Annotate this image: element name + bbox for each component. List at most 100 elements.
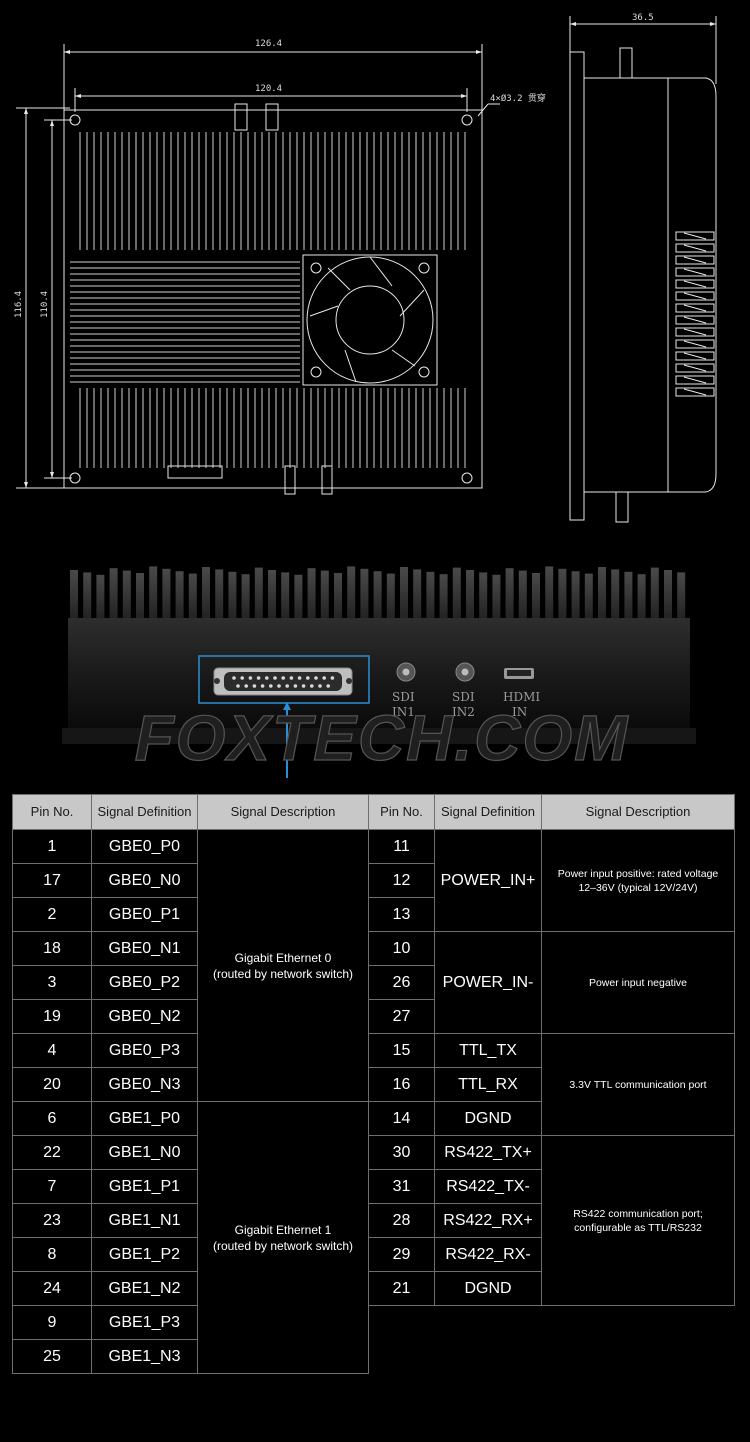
- signal-cell: GBE1_P0: [91, 1101, 198, 1136]
- desc-line: configurable as TTL/RS232: [574, 1221, 702, 1234]
- header-signal-definition: Signal Definition: [434, 794, 542, 830]
- desc-line: Gigabit Ethernet 1: [234, 1222, 332, 1237]
- pin-cell: 9: [12, 1305, 92, 1340]
- signal-cell: GBE1_N2: [91, 1271, 198, 1306]
- pin-cell: 21: [368, 1271, 435, 1306]
- header-pin-no: Pin No.: [12, 794, 92, 830]
- signal-cell: GBE1_P2: [91, 1237, 198, 1272]
- side-fins: [675, 231, 715, 397]
- pin-cell: 14: [368, 1101, 435, 1136]
- dim-hole-height: 110.4: [40, 291, 50, 318]
- top-view: [63, 103, 483, 495]
- desc-line: (routed by network switch): [212, 966, 354, 981]
- dim-outer-width: 126.4: [255, 39, 282, 49]
- desc-cell-power-neg: Power input negative: [541, 931, 735, 1034]
- pin-cell: 10: [368, 931, 435, 966]
- pin-cell: 26: [368, 965, 435, 1000]
- signal-cell: GBE0_N3: [91, 1067, 198, 1102]
- dim-holes: 4×Ø3.2 贯穿: [490, 92, 546, 104]
- header-signal-description: Signal Description: [541, 794, 735, 830]
- desc-cell-power-pos: Power input positive: rated voltage 12–3…: [541, 829, 735, 932]
- heatsink-fins: [70, 132, 466, 468]
- dim-hole-width: 120.4: [255, 84, 282, 94]
- signal-cell: RS422_RX-: [434, 1237, 542, 1272]
- desc-line: (routed by network switch): [212, 1238, 354, 1253]
- pin-cell: 31: [368, 1169, 435, 1204]
- pin-cell: 11: [368, 829, 435, 864]
- pin-cell: 16: [368, 1067, 435, 1102]
- desc-line: RS422 communication port;: [573, 1207, 703, 1220]
- header-signal-definition: Signal Definition: [91, 794, 198, 830]
- pin-cell: 23: [12, 1203, 92, 1238]
- db-connector-highlight: [198, 655, 370, 704]
- pin-cell: 27: [368, 999, 435, 1034]
- pin-cell: 4: [12, 1033, 92, 1068]
- sdi-in1-port: [396, 662, 416, 682]
- heatsink-fins-photo: [70, 566, 686, 624]
- pin-table-right: Pin No. Signal Definition Signal Descrip…: [368, 794, 735, 1306]
- desc-cell-ttl: 3.3V TTL communication port: [541, 1033, 735, 1136]
- signal-cell: POWER_IN+: [434, 829, 542, 932]
- signal-cell: RS422_TX-: [434, 1169, 542, 1204]
- pin-table-left: Pin No. Signal Definition Signal Descrip…: [12, 794, 369, 1374]
- signal-cell: RS422_RX+: [434, 1203, 542, 1238]
- signal-cell: GBE1_N0: [91, 1135, 198, 1170]
- desc-cell-rs422: RS422 communication port; configurable a…: [541, 1135, 735, 1306]
- signal-cell: RS422_TX+: [434, 1135, 542, 1170]
- signal-cell: GBE0_N1: [91, 931, 198, 966]
- signal-cell: GBE0_P0: [91, 829, 198, 864]
- signal-cell: GBE0_P2: [91, 965, 198, 1000]
- signal-cell: GBE1_N1: [91, 1203, 198, 1238]
- port-label-sdi1: SDI: [392, 690, 415, 704]
- pin-cell: 12: [368, 863, 435, 898]
- port-label-sdi2-in: IN2: [452, 705, 475, 719]
- db-connector-pins: [232, 676, 335, 688]
- desc-cell-gbe1: Gigabit Ethernet 1(routed by network swi…: [197, 1101, 369, 1374]
- port-label-sdi2: SDI: [452, 690, 475, 704]
- pin-cell: 13: [368, 897, 435, 932]
- pin-cell: 24: [12, 1271, 92, 1306]
- pin-cell: 20: [12, 1067, 92, 1102]
- pin-cell: 15: [368, 1033, 435, 1068]
- pin-cell: 2: [12, 897, 92, 932]
- port-label-hdmi: HDMI: [503, 690, 540, 704]
- desc-line: Power input positive: rated voltage: [557, 867, 719, 880]
- desc-cell-gbe0: Gigabit Ethernet 0(routed by network swi…: [197, 829, 369, 1102]
- signal-cell: GBE0_N2: [91, 999, 198, 1034]
- pin-cell: 7: [12, 1169, 92, 1204]
- pin-cell: 3: [12, 965, 92, 1000]
- watermark: FOXTECH.COM: [135, 702, 630, 774]
- signal-cell: GBE1_P3: [91, 1305, 198, 1340]
- desc-line: 12–36V (typical 12V/24V): [578, 881, 698, 894]
- pin-cell: 29: [368, 1237, 435, 1272]
- signal-cell: GBE1_N3: [91, 1339, 198, 1374]
- mechanical-drawing: 126.4 120.4 116.4 110.4 36.5 4×Ø3.2 贯穿: [14, 13, 717, 523]
- signal-cell: TTL_RX: [434, 1067, 542, 1102]
- signal-cell: GBE1_P1: [91, 1169, 198, 1204]
- pin-cell: 17: [12, 863, 92, 898]
- dim-outer-height: 116.4: [14, 291, 24, 318]
- pin-cell: 1: [12, 829, 92, 864]
- desc-line: Gigabit Ethernet 0: [234, 950, 332, 965]
- sdi-in2-port: [455, 662, 475, 682]
- device-front-photo: SDI IN1 SDI IN2 HDMI IN FOXTECH.COM: [62, 566, 696, 778]
- signal-cell: GBE0_P3: [91, 1033, 198, 1068]
- header-pin-no: Pin No.: [368, 794, 435, 830]
- header-signal-description: Signal Description: [197, 794, 369, 830]
- signal-cell: DGND: [434, 1101, 542, 1136]
- pin-cell: 18: [12, 931, 92, 966]
- signal-cell: TTL_TX: [434, 1033, 542, 1068]
- port-label-sdi1-in: IN1: [392, 705, 415, 719]
- pin-cell: 19: [12, 999, 92, 1034]
- port-label-hdmi-in: IN: [512, 705, 527, 719]
